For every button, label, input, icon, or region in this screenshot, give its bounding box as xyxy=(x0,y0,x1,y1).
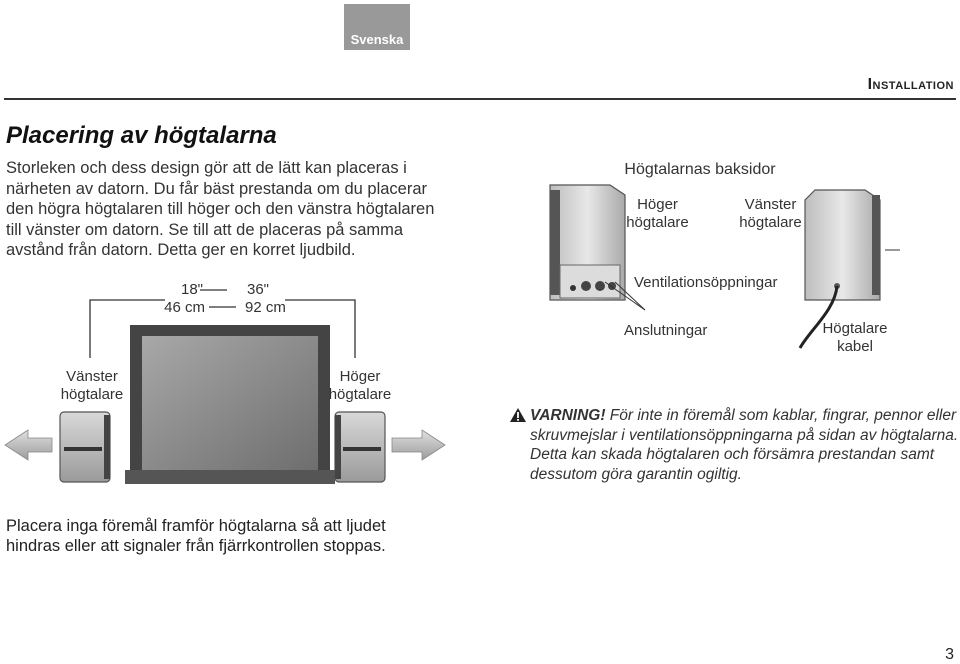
intro-line: den högra högtalaren till höger och den … xyxy=(6,200,435,218)
warning-label: VARNING! xyxy=(530,407,606,424)
distance-in-max: 36" xyxy=(247,281,270,298)
rear-left-speaker-illustration xyxy=(804,189,881,301)
arrow-right-icon xyxy=(391,429,446,461)
bottom-note: Placera inga föremål framför högtalarna … xyxy=(6,516,386,556)
intro-paragraph: Storleken och dess design gör att de lät… xyxy=(6,158,476,261)
left-speaker-illustration xyxy=(59,411,111,483)
intro-line: avstånd från datorn. Detta ger en korret… xyxy=(6,241,356,259)
connections-label: Anslutningar xyxy=(624,322,708,339)
page-title: Placering av högtalarna xyxy=(6,122,277,149)
monitor-illustration xyxy=(125,325,335,484)
distance-cm-max: 92 cm xyxy=(245,299,286,316)
rear-diagram xyxy=(549,184,900,349)
intro-line: närheten av datorn. Du får bäst prestand… xyxy=(6,179,427,198)
dimension-bracket-left xyxy=(89,299,165,358)
distance-label: 18" 36" 46 cm 92 cm xyxy=(150,281,300,317)
distance-cm-min: 46 cm xyxy=(164,299,205,316)
rear-diagram-title: Högtalarnas baksidor xyxy=(624,161,776,178)
cable-label: Högtalare kabel xyxy=(822,320,888,355)
right-speaker-illustration xyxy=(334,411,386,483)
section-heading: Installation xyxy=(867,76,954,93)
rear-right-label: Höger högtalare xyxy=(626,196,689,231)
intro-line: till vänster om datorn. Se till att de p… xyxy=(6,220,404,239)
warning-text: VARNING! För inte in föremål som kablar,… xyxy=(530,406,960,484)
right-speaker-label: Höger högtalare xyxy=(328,368,392,403)
speaker-cable-illustration xyxy=(798,285,839,349)
placement-diagram xyxy=(4,289,446,484)
distance-in-min: 18" xyxy=(180,281,203,298)
bottom-note-line: hindras eller att signaler från fjärrkon… xyxy=(6,537,386,555)
warning-icon xyxy=(510,408,526,422)
rear-right-speaker-illustration xyxy=(549,184,626,301)
rear-left-label: Vänster högtalare xyxy=(739,196,802,231)
language-tab: Svenska xyxy=(344,4,410,50)
header-rule xyxy=(4,98,956,100)
arrow-left-icon xyxy=(4,429,53,461)
bottom-note-line: Placera inga föremål framför högtalarna … xyxy=(6,517,386,535)
page-number: 3 xyxy=(945,646,954,663)
vents-label: Ventilationsöppningar xyxy=(634,274,778,291)
left-speaker-label: Vänster högtalare xyxy=(60,368,124,403)
dimension-bracket-right xyxy=(285,299,356,358)
warning-body: För inte in föremål som kablar, fingrar,… xyxy=(530,407,959,483)
intro-line: Storleken och dess design gör att de lät… xyxy=(6,159,407,177)
